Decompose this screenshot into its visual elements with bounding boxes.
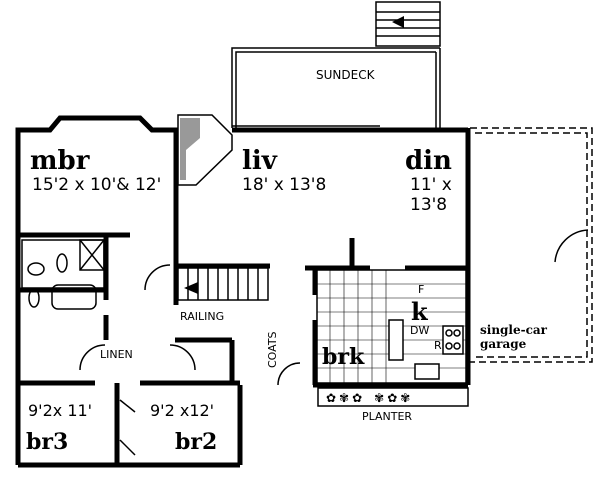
interior-walls bbox=[20, 130, 468, 465]
sundeck bbox=[231, 1, 441, 128]
liv-size: 18' x 13'8 bbox=[242, 175, 326, 195]
din-size-line1: 11' x bbox=[410, 175, 452, 195]
planter: ✿ ✾ ✿ ✾ ✿ ✾ bbox=[317, 387, 469, 407]
doors bbox=[79, 264, 301, 456]
din-label: din bbox=[405, 146, 452, 176]
railing-label: RAILING bbox=[180, 310, 224, 323]
dishwasher-label: DW bbox=[410, 324, 429, 337]
deck-stairs bbox=[375, 1, 441, 47]
kitchen-floor-tile bbox=[316, 269, 467, 384]
garage-label-line1: single-car bbox=[480, 323, 548, 337]
refrigerator-label: R bbox=[434, 339, 442, 352]
linen-label: LINEN bbox=[100, 348, 133, 361]
kitchen-label: k bbox=[411, 297, 429, 326]
interior-stairs bbox=[177, 267, 269, 301]
brk-label: brk bbox=[322, 344, 365, 370]
svg-text:✿ ✾ ✿ ✾ ✿ ✾: ✿ ✾ ✿ ✾ ✿ ✾ bbox=[326, 391, 410, 405]
br3-size: 9'2x 11' bbox=[28, 401, 92, 420]
din-size-line2: 13'8 bbox=[410, 195, 447, 215]
garage-label-line2: garage bbox=[480, 337, 527, 351]
planter-label: PLANTER bbox=[362, 410, 412, 423]
sundeck-label: SUNDECK bbox=[316, 68, 376, 82]
mbr-label: mbr bbox=[30, 146, 90, 176]
freezer-label: F bbox=[418, 283, 424, 296]
br2-size: 9'2 x12' bbox=[150, 401, 214, 420]
coats-label: COATS bbox=[266, 331, 279, 368]
fireplace bbox=[177, 114, 233, 186]
br3-label: br3 bbox=[26, 429, 68, 455]
br2-label: br2 bbox=[175, 429, 217, 455]
garage-outline bbox=[470, 127, 593, 363]
bathroom-fixtures bbox=[21, 239, 105, 310]
mbr-size: 15'2 x 10'& 12' bbox=[32, 175, 161, 195]
exterior-walls bbox=[15, 115, 471, 468]
liv-label: liv bbox=[242, 146, 278, 176]
